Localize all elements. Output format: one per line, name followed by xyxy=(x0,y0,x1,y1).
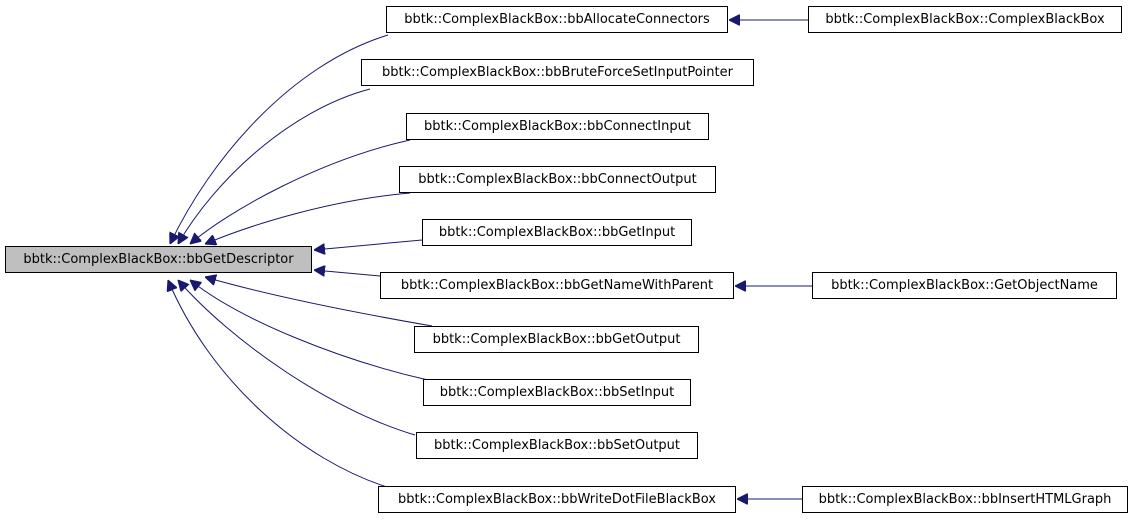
edge-get-name-with-parent-to-focus xyxy=(314,270,381,277)
caller-node-complexblackbox[interactable]: bbtk::ComplexBlackBox::ComplexBlackBox xyxy=(808,6,1122,33)
caller-node-bballocateconnectors[interactable]: bbtk::ComplexBlackBox::bbAllocateConnect… xyxy=(386,6,728,33)
edge-get-input-to-focus xyxy=(314,239,423,250)
caller-node-bbsetinput[interactable]: bbtk::ComplexBlackBox::bbSetInput xyxy=(423,379,691,406)
caller-node-getobjectname[interactable]: bbtk::ComplexBlackBox::GetObjectName xyxy=(812,272,1117,299)
edge-connect-input-to-focus xyxy=(190,139,411,244)
caller-node-bbgetinput[interactable]: bbtk::ComplexBlackBox::bbGetInput xyxy=(422,219,692,246)
edge-set-output-to-focus xyxy=(178,280,416,436)
edge-write-dot-to-focus xyxy=(168,280,391,489)
caller-node-bbgetoutput[interactable]: bbtk::ComplexBlackBox::bbGetOutput xyxy=(414,326,699,353)
caller-node-bbbruteforcesetinputpointer[interactable]: bbtk::ComplexBlackBox::bbBruteForceSetIn… xyxy=(361,59,754,86)
caller-node-bbconnectoutput[interactable]: bbtk::ComplexBlackBox::bbConnectOutput xyxy=(399,166,716,193)
edge-connect-output-to-focus xyxy=(205,192,411,244)
edge-get-output-to-focus xyxy=(205,277,433,327)
edge-set-input-to-focus xyxy=(190,280,429,381)
focus-node-bbgetdescriptor: bbtk::ComplexBlackBox::bbGetDescriptor xyxy=(5,246,312,273)
caller-node-bbconnectinput[interactable]: bbtk::ComplexBlackBox::bbConnectInput xyxy=(406,113,709,140)
caller-node-bbgetnamewithparent[interactable]: bbtk::ComplexBlackBox::bbGetNameWithPare… xyxy=(380,272,734,299)
caller-node-bbwritedotfileblackbox[interactable]: bbtk::ComplexBlackBox::bbWriteDotFileBla… xyxy=(378,486,736,513)
caller-node-bbinserthtmlgraph[interactable]: bbtk::ComplexBlackBox::bbInsertHTMLGraph xyxy=(802,486,1128,513)
caller-node-bbsetoutput[interactable]: bbtk::ComplexBlackBox::bbSetOutput xyxy=(416,432,698,459)
edge-allocate-connectors-to-focus xyxy=(170,34,389,244)
edge-brute-force-to-focus xyxy=(178,88,371,244)
